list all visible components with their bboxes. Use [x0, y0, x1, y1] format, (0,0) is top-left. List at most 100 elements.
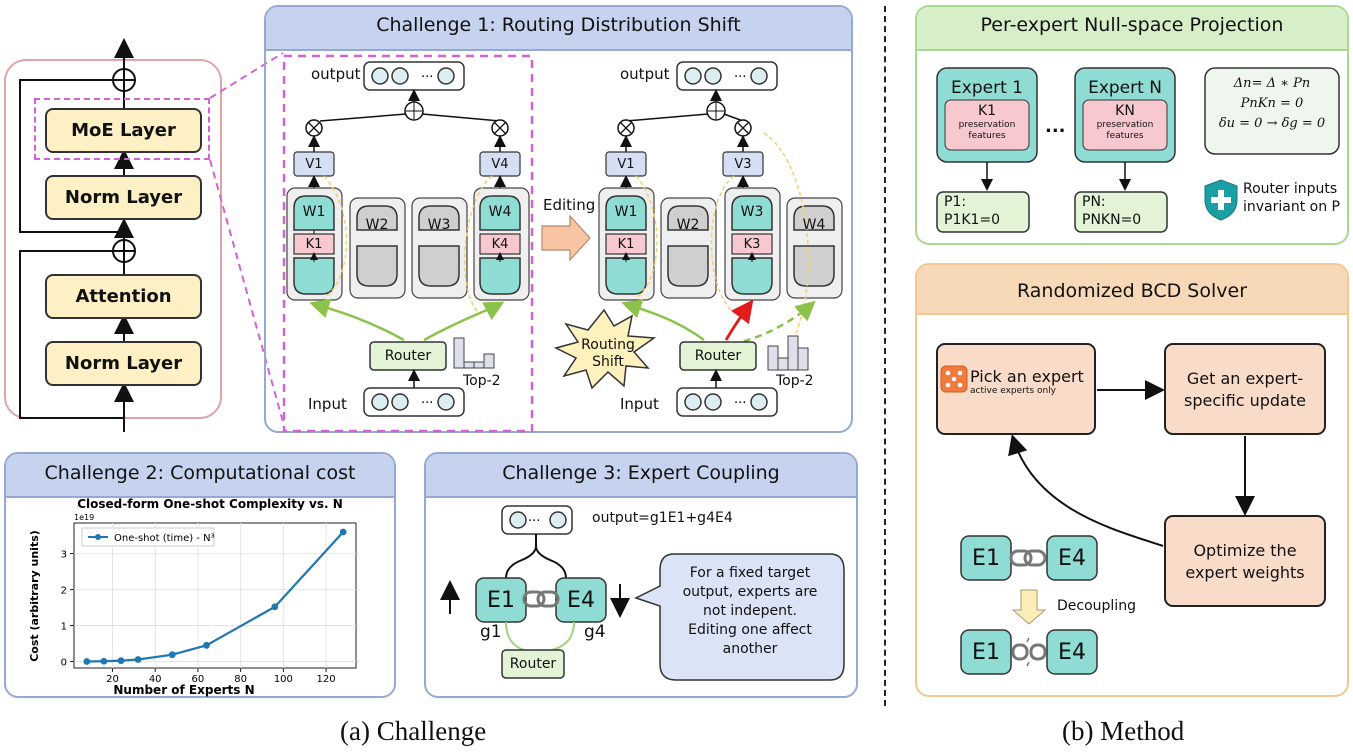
y-tick-label: 2	[61, 586, 67, 597]
vertical-divider	[884, 6, 886, 706]
c1-w4-right: W4	[802, 217, 826, 233]
c1-output-label-left: output	[311, 65, 361, 83]
nullspace-diagram	[936, 67, 1340, 233]
challenge1-header	[266, 7, 851, 51]
right-side: ···	[598, 61, 843, 417]
legend-series: One-shot (time) - N³	[114, 533, 215, 544]
challenge3-panel	[424, 452, 858, 698]
bcd-diagram	[936, 343, 1326, 675]
c3-g4: g4	[584, 622, 606, 642]
data-point	[134, 656, 142, 663]
x-tick-label: 20	[106, 674, 119, 685]
c1-w4-left: W4	[488, 204, 512, 220]
data-point	[203, 641, 210, 649]
c1-k1-left: K1	[305, 236, 323, 252]
bcd-panel	[915, 263, 1349, 697]
speech-bubble	[634, 553, 845, 681]
c1-k1-right: K1	[617, 236, 635, 252]
zoom-lines	[209, 52, 284, 423]
data-point	[271, 603, 279, 611]
bcd-e4-top: E4	[1058, 545, 1086, 571]
svg-text:···: ···	[734, 396, 746, 411]
pN-block: PN:PNKN=0	[1082, 194, 1142, 228]
data-point	[83, 658, 91, 665]
c1-k3-right: K3	[743, 236, 761, 252]
x-axis-label: Number of Experts N	[113, 683, 254, 697]
c1-w3-left: W3	[427, 217, 451, 233]
c1-w2-right: W2	[676, 217, 700, 233]
expertN-label: Expert N	[1088, 78, 1162, 98]
challenge1-panel	[264, 5, 853, 433]
p1-block: P1:P1K1=0	[944, 194, 1001, 228]
c1-w3-right: W3	[740, 204, 764, 220]
x-tick-label: 100	[274, 674, 293, 685]
challenge3-title: Challenge 3: Expert Coupling	[502, 462, 780, 484]
c1-router-right: Router	[694, 348, 742, 364]
c3-e1: E1	[487, 587, 515, 613]
bcd-title: Randomized BCD Solver	[1016, 280, 1248, 302]
routing-shift-star	[553, 308, 657, 390]
c1-v4-left: V4	[491, 156, 509, 172]
challenge1-diagram: ···	[282, 54, 843, 433]
get-update: Get an expert-specific update	[1184, 369, 1306, 410]
chart-multiplier: 1e19	[74, 513, 94, 522]
series-line	[86, 531, 344, 663]
c1-top2-left: Top-2	[463, 373, 501, 389]
bcd-e1-bottom: E1	[972, 639, 1000, 665]
c3-dots: ···	[528, 514, 540, 529]
c1-w1-right: W1	[614, 204, 638, 220]
svg-text:···: ···	[734, 70, 746, 85]
coupling-diagram: ···	[440, 505, 845, 681]
pick-expert: Pick an expert active experts only	[970, 367, 1084, 396]
left-side: ···	[286, 61, 530, 417]
ellipsis: ...	[1045, 116, 1066, 137]
data-point	[117, 657, 125, 665]
expert1-label: Expert 1	[951, 78, 1023, 98]
c1-w2-left: W2	[365, 217, 389, 233]
c3-output-eq: output=g1E1+g4E4	[592, 510, 733, 526]
c1-input-label-left: Input	[308, 395, 347, 413]
c1-input-label-right: Input	[620, 395, 659, 413]
series-points	[83, 528, 347, 665]
c1-v3-right: V3	[734, 156, 752, 172]
c1-v1-right: V1	[617, 156, 635, 172]
series-line-path	[86, 531, 344, 663]
x-tick-label: 60	[192, 674, 205, 685]
c1-v1-left: V1	[305, 156, 323, 172]
caption-b: (b) Method	[1062, 716, 1185, 746]
bcd-e4-bottom: E4	[1058, 639, 1086, 665]
c3-g1: g1	[480, 622, 502, 642]
complexity-chart: Closed-form One-shot Complexity vs. N 1e…	[28, 497, 357, 697]
moe-highlight	[34, 98, 210, 160]
chart-title: Closed-form One-shot Complexity vs. N	[77, 497, 343, 511]
svg-text:···: ···	[421, 396, 433, 411]
norm-layer-top: Norm Layer	[45, 175, 202, 220]
y-tick-label: 1	[61, 622, 67, 633]
c1-router-left: Router	[384, 348, 432, 364]
svg-text:···: ···	[421, 70, 433, 85]
y-axis-label: Cost (arbitrary units)	[28, 530, 41, 662]
norm-layer-bottom: Norm Layer	[45, 341, 202, 386]
data-point	[100, 657, 108, 665]
x-tick-label: 80	[234, 674, 247, 685]
nullspace-panel	[915, 5, 1349, 245]
c1-w1-left: W1	[302, 204, 326, 220]
plot-frame	[73, 522, 357, 669]
moe-layer-box: MoE Layer	[45, 108, 202, 153]
x-tick-label: 40	[149, 674, 162, 685]
transformer-connectors	[19, 38, 136, 432]
challenge2-title: Challenge 2: Computational cost	[44, 462, 356, 484]
attention-box: Attention	[45, 274, 202, 319]
c3-e4: E4	[567, 587, 595, 613]
legend: One-shot (time) - N³	[81, 527, 215, 547]
y-tick-label: 0	[61, 658, 67, 669]
c1-top2-right: Top-2	[776, 373, 814, 389]
nullspace-title: Per-expert Null-space Projection	[980, 14, 1284, 36]
